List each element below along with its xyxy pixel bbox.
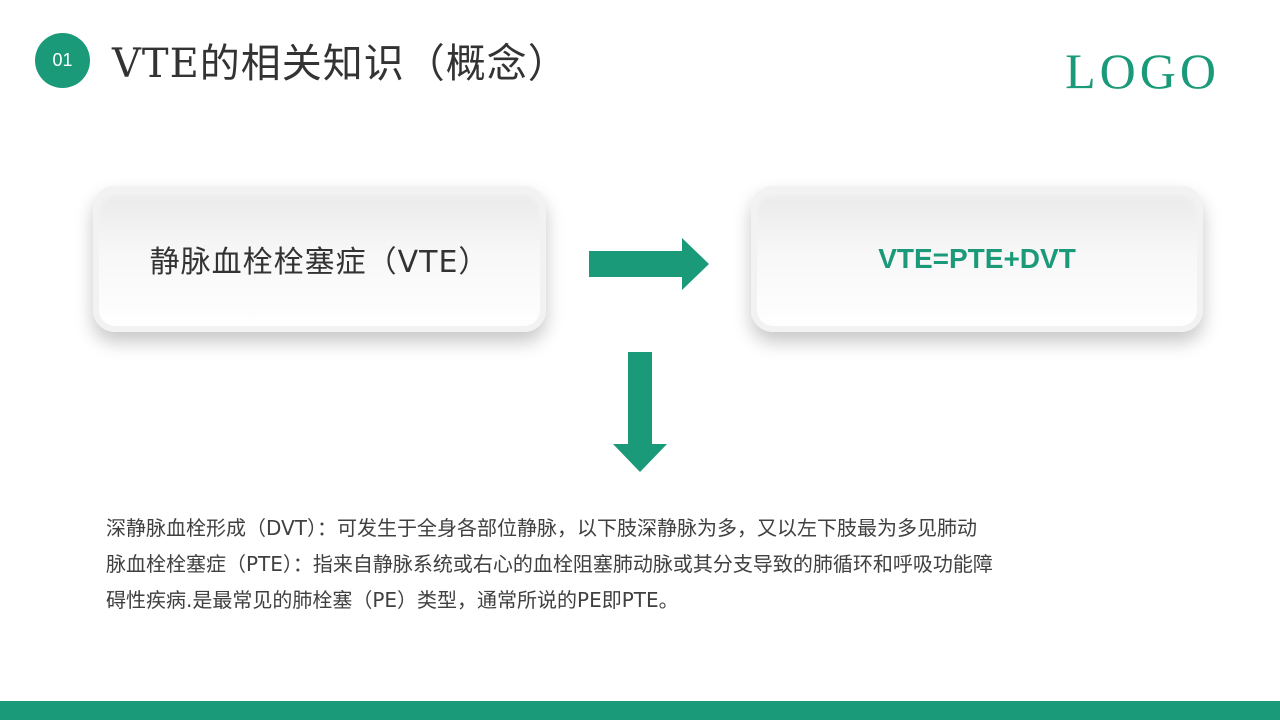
- page-title: VTE的相关知识（概念）: [112, 41, 569, 87]
- logo: LOGO: [1065, 43, 1220, 99]
- vte-concept-label: 静脉血栓栓塞症（VTE）: [149, 245, 490, 280]
- arrow-right-icon: [589, 238, 709, 290]
- arrow-down-icon: [613, 352, 667, 472]
- vte-concept-card: 静脉血栓栓塞症（VTE）: [93, 186, 546, 332]
- description-line-pte: 脉血栓栓塞症（PTE）：指来自静脉系统或右心的血栓阻塞肺动脉或其分支导致的肺循环…: [106, 552, 993, 576]
- description-line-pe: 碍性疾病.是最常见的肺栓塞（PE）类型，通常所说的PE即PTE。: [106, 588, 679, 612]
- section-number: 01: [52, 50, 73, 70]
- description-text: 深静脉血栓形成（DVT）：可发生于全身各部位静脉，以下肢深静脉为多，又以左下肢最…: [106, 510, 1186, 618]
- vte-formula-card: VTE=PTE+DVT: [751, 186, 1203, 332]
- footer-bar: [0, 701, 1280, 720]
- vte-formula-label: VTE=PTE+DVT: [878, 243, 1076, 274]
- description-line-dvt: 深静脉血栓形成（DVT）：可发生于全身各部位静脉，以下肢深静脉为多，又以左下肢最…: [106, 516, 977, 540]
- section-number-badge: 01: [35, 33, 90, 88]
